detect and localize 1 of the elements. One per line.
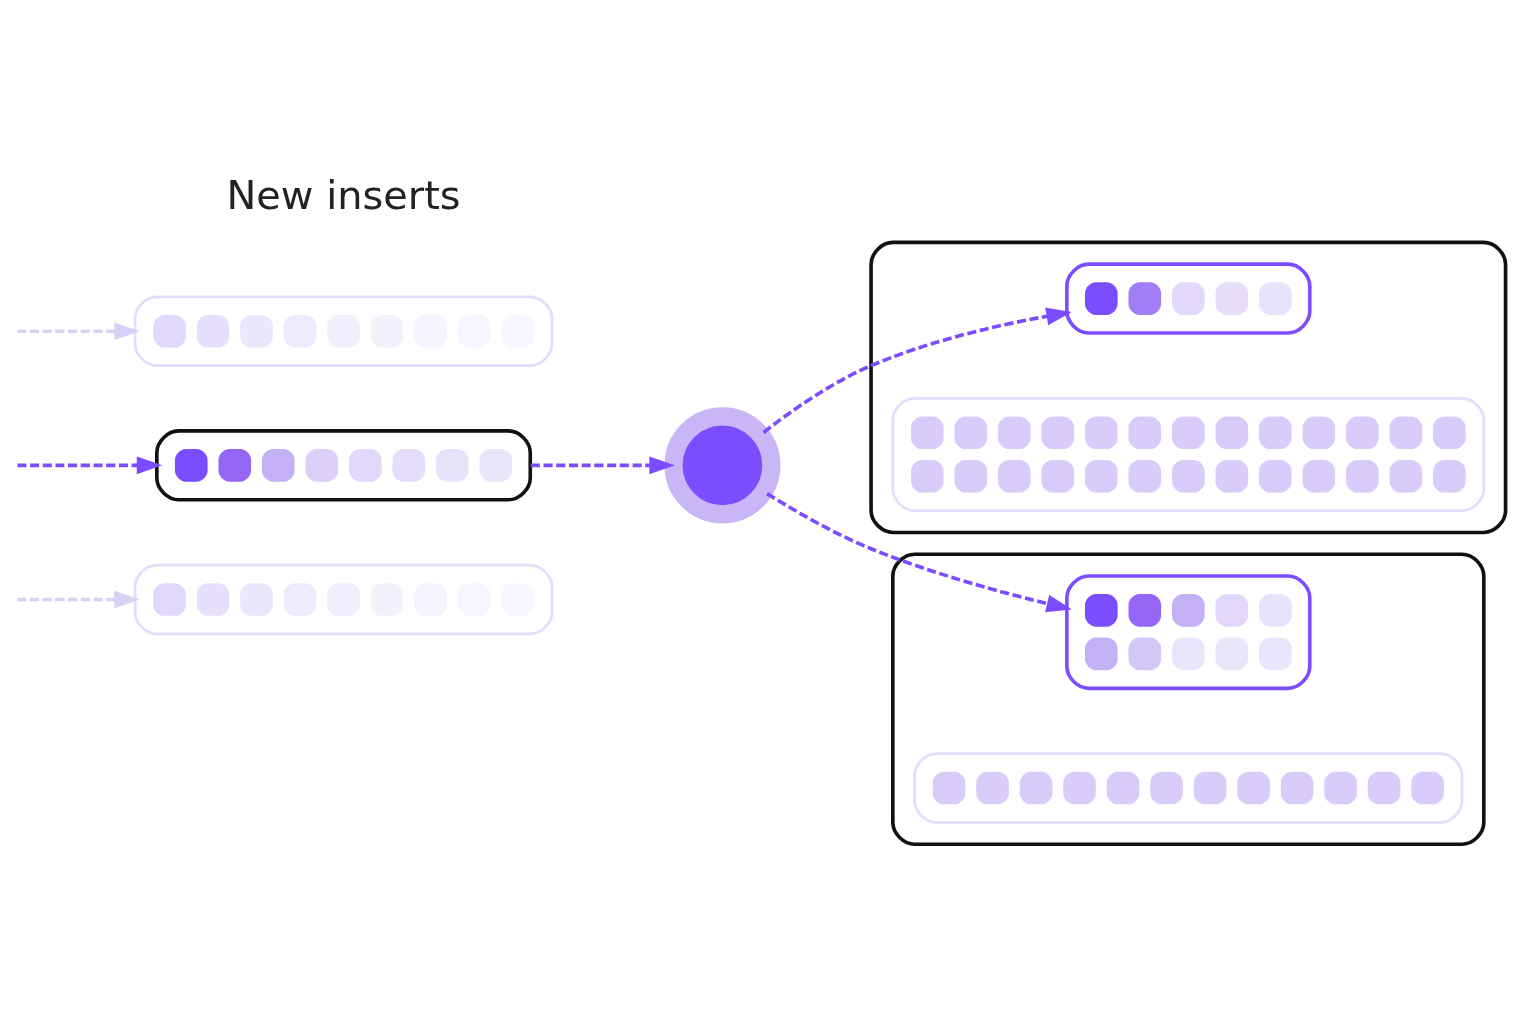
label: New inserts bbox=[226, 171, 461, 218]
